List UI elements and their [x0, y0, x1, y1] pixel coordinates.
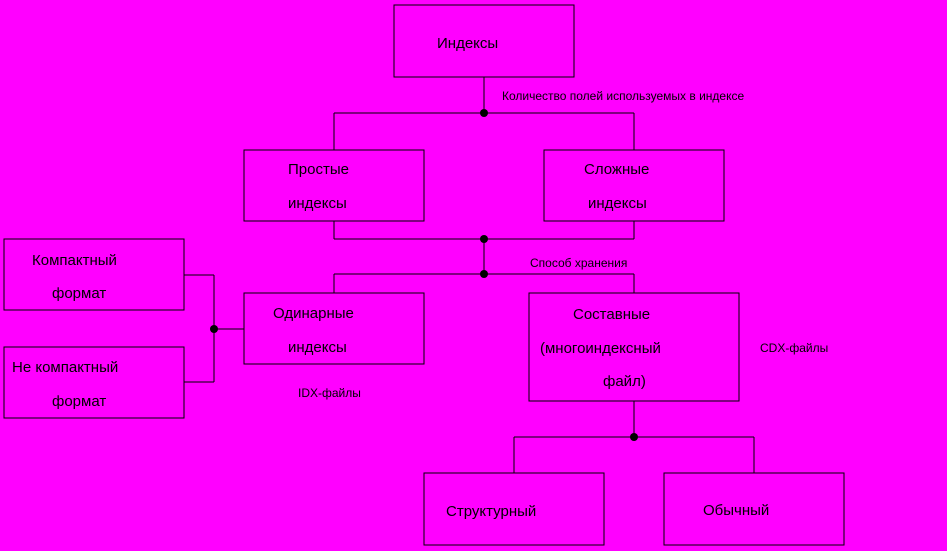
connector-lines: [184, 77, 755, 473]
junction-dot-fields: [480, 109, 488, 117]
label-storage-method: Способ хранения: [530, 256, 627, 270]
node-compound-label-1: Составные: [573, 306, 650, 323]
junction-dot-format: [210, 325, 218, 333]
node-simple-indexes: Простые индексы: [243, 149, 425, 222]
junction-dots: [210, 109, 638, 441]
node-single-indexes: Одинарные индексы: [243, 292, 425, 365]
node-compound-label-2: (многоиндексный: [540, 340, 661, 357]
node-compound-label-3: файл): [603, 373, 646, 390]
node-noncompact-label-2: формат: [52, 393, 106, 410]
junction-dot-storage: [480, 270, 488, 278]
node-single-label-1: Одинарные: [273, 305, 354, 322]
junction-dot-merge: [480, 235, 488, 243]
node-complex-indexes: Сложные индексы: [543, 149, 725, 222]
node-compound-indexes: Составные (многоиндексный файл): [528, 292, 740, 402]
node-noncompact-format: Не компактный формат: [3, 346, 185, 419]
label-cdx-files: CDX-файлы: [760, 341, 828, 355]
node-simple-label-1: Простые: [288, 161, 349, 178]
label-idx-files: IDX-файлы: [298, 386, 361, 400]
node-simple-label-2: индексы: [288, 195, 347, 212]
node-structural-label: Структурный: [446, 503, 536, 520]
label-fields-count: Количество полей используемых в индексе: [502, 89, 744, 103]
node-compact-label-2: формат: [52, 285, 106, 302]
node-complex-label-1: Сложные: [584, 161, 649, 178]
junction-dot-compound: [630, 433, 638, 441]
node-single-label-2: индексы: [288, 339, 347, 356]
node-noncompact-label-1: Не компактный: [12, 359, 118, 376]
node-ordinary-label: Обычный: [703, 502, 769, 519]
node-complex-label-2: индексы: [588, 195, 647, 212]
node-ordinary: Обычный: [663, 472, 845, 546]
node-indexes-label: Индексы: [437, 35, 498, 52]
node-indexes: Индексы: [393, 4, 575, 78]
node-structural: Структурный: [423, 472, 605, 546]
node-compact-format: Компактный формат: [3, 238, 185, 311]
node-compact-label-1: Компактный: [32, 252, 117, 269]
